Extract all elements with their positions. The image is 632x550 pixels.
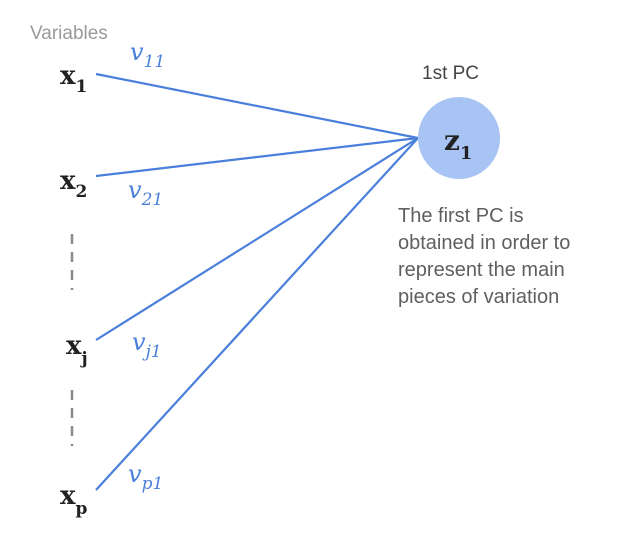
description-line: obtained in order to bbox=[398, 232, 570, 254]
variables-header: Variables bbox=[30, 23, 108, 44]
pc-description: The first PC is obtained in order to rep… bbox=[398, 205, 570, 308]
edge-xj bbox=[95, 137, 419, 341]
description-line: pieces of variation bbox=[398, 286, 559, 308]
pc-node bbox=[418, 97, 500, 179]
pc-label: z1 bbox=[444, 124, 472, 164]
edges bbox=[95, 72, 419, 491]
weight-vp1: vp1 bbox=[128, 460, 163, 494]
variable-xj: xj bbox=[66, 331, 88, 369]
variable-x1: x1 bbox=[60, 61, 87, 97]
edge-x1 bbox=[95, 72, 419, 140]
edge-xp bbox=[95, 137, 419, 491]
weight-v21: v21 bbox=[128, 176, 163, 210]
pc-title: 1st PC bbox=[422, 63, 479, 84]
variable-xp: xp bbox=[60, 481, 88, 519]
weight-v11: v11 bbox=[130, 38, 165, 72]
variable-x2: x2 bbox=[60, 166, 87, 202]
weight-vj1: vj1 bbox=[132, 328, 162, 362]
description-line: represent the main bbox=[398, 259, 565, 281]
edge-x2 bbox=[95, 136, 419, 178]
description-line: The first PC is bbox=[398, 205, 524, 227]
